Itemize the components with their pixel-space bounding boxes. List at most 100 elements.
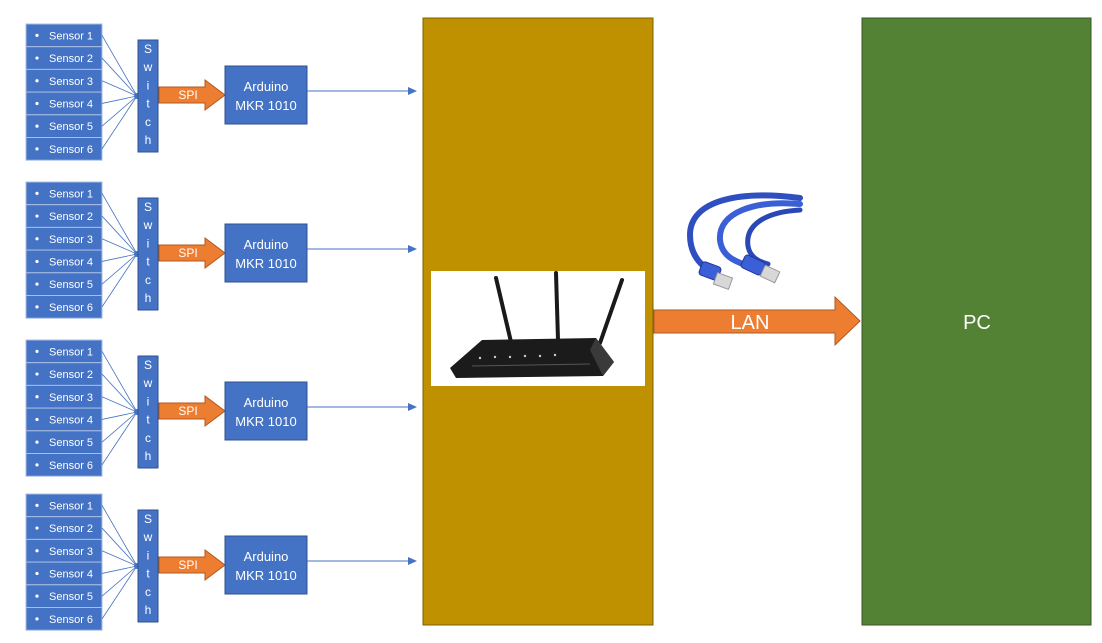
sensor-connector bbox=[101, 565, 138, 620]
sensor-connector bbox=[101, 57, 138, 97]
arduino-label-line2: MKR 1010 bbox=[235, 568, 296, 583]
lan-arrow bbox=[653, 295, 861, 347]
spi-arrow bbox=[158, 79, 226, 111]
bullet-icon bbox=[35, 417, 39, 422]
sensor-connector bbox=[101, 550, 138, 567]
arduino-label-line1: Arduino bbox=[244, 237, 289, 252]
sensor-label: Sensor 5 bbox=[49, 437, 93, 449]
sensor-label: Sensor 1 bbox=[49, 30, 93, 42]
sensor-label: Sensor 6 bbox=[49, 614, 93, 626]
sensor-connector bbox=[101, 505, 138, 567]
sensor-connector bbox=[101, 95, 138, 104]
spi-label: SPI bbox=[178, 404, 197, 418]
bullet-icon bbox=[35, 79, 39, 83]
sensor-label: Sensor 4 bbox=[49, 98, 93, 110]
spi-label: SPI bbox=[178, 558, 197, 572]
switch-letter: w bbox=[143, 60, 153, 74]
arduino-box bbox=[224, 65, 308, 125]
arduino-label-line2: MKR 1010 bbox=[235, 414, 296, 429]
switch-letter: w bbox=[143, 376, 153, 390]
switch-letter: S bbox=[144, 358, 152, 372]
switch-letter: w bbox=[143, 218, 153, 232]
arduino-label-line1: Arduino bbox=[244, 395, 289, 410]
bullet-icon bbox=[35, 349, 39, 353]
switch-letter: S bbox=[144, 200, 152, 214]
sensor-connector bbox=[101, 253, 138, 285]
switch-letter: i bbox=[147, 78, 150, 92]
arduino-box bbox=[224, 381, 308, 441]
sensor-label: Sensor 4 bbox=[49, 256, 93, 268]
sensor-label: Sensor 2 bbox=[49, 53, 93, 65]
switch-letter: t bbox=[146, 413, 150, 427]
switch-letter: c bbox=[145, 431, 151, 445]
pc-panel bbox=[861, 17, 1092, 626]
bullet-icon bbox=[35, 147, 39, 151]
lan-label: LAN bbox=[731, 312, 770, 334]
sensor-connector bbox=[101, 80, 138, 97]
switch-letter: c bbox=[145, 585, 151, 599]
sensor-group: Sensor 1 Sensor 2 Sensor 3 Sensor 4 Sensor 5… bbox=[25, 23, 417, 161]
switch-letter: S bbox=[144, 512, 152, 526]
sensor-connector bbox=[101, 411, 138, 443]
wifi-router-icon bbox=[431, 271, 645, 386]
bullet-icon bbox=[35, 101, 39, 106]
spi-arrow bbox=[158, 395, 226, 427]
sensor-connector bbox=[101, 527, 138, 567]
switch-letter: h bbox=[145, 449, 152, 463]
bullet-icon bbox=[35, 571, 39, 576]
switch-letter: c bbox=[145, 115, 151, 129]
switch-box bbox=[137, 355, 159, 469]
switch-letter: i bbox=[147, 394, 150, 408]
sensor-connector bbox=[101, 411, 138, 420]
sensor-connector bbox=[101, 238, 138, 255]
bullet-icon bbox=[35, 526, 39, 530]
bullet-icon bbox=[35, 440, 39, 444]
pc-label: PC bbox=[963, 312, 991, 334]
sensor-label: Sensor 3 bbox=[49, 76, 93, 88]
arduino-box bbox=[224, 223, 308, 283]
switch-letter: w bbox=[143, 530, 153, 544]
sensor-connector bbox=[101, 253, 138, 308]
ethernet-cable-icon bbox=[686, 192, 803, 291]
spi-arrow bbox=[158, 237, 226, 269]
switch-letter: h bbox=[145, 603, 152, 617]
switch-letter: i bbox=[147, 548, 150, 562]
sensor-label: Sensor 6 bbox=[49, 460, 93, 472]
arduino-box bbox=[224, 535, 308, 595]
bullet-icon bbox=[35, 372, 39, 376]
switch-letter: h bbox=[145, 291, 152, 305]
spi-label: SPI bbox=[178, 88, 197, 102]
switch-letter: c bbox=[145, 273, 151, 287]
sensor-connector bbox=[101, 215, 138, 255]
link-arrowhead bbox=[408, 245, 417, 253]
sensor-connector bbox=[101, 565, 138, 574]
link-arrowhead bbox=[408, 403, 417, 411]
arduino-label-line2: MKR 1010 bbox=[235, 98, 296, 113]
bullet-icon bbox=[35, 191, 39, 195]
bullet-icon bbox=[35, 617, 39, 621]
sensor-label: Sensor 1 bbox=[49, 188, 93, 200]
bullet-icon bbox=[35, 503, 39, 507]
sensor-connector bbox=[101, 396, 138, 413]
sensor-label: Sensor 1 bbox=[49, 500, 93, 512]
sensor-label: Sensor 3 bbox=[49, 234, 93, 246]
sensor-connector bbox=[101, 411, 138, 466]
switch-letter: t bbox=[146, 567, 150, 581]
bullet-icon bbox=[35, 463, 39, 467]
arduino-label-line1: Arduino bbox=[244, 549, 289, 564]
sensor-connector bbox=[101, 193, 138, 255]
sensor-label: Sensor 6 bbox=[49, 144, 93, 156]
switch-letter: i bbox=[147, 236, 150, 250]
sensor-label: Sensor 5 bbox=[49, 591, 93, 603]
arduino-label-line2: MKR 1010 bbox=[235, 256, 296, 271]
sensor-label: Sensor 2 bbox=[49, 523, 93, 535]
bullet-icon bbox=[35, 549, 39, 553]
spi-label: SPI bbox=[178, 246, 197, 260]
switch-letter: S bbox=[144, 42, 152, 56]
sensor-label: Sensor 1 bbox=[49, 346, 93, 358]
arduino-label-line1: Arduino bbox=[244, 79, 289, 94]
sensor-label: Sensor 5 bbox=[49, 121, 93, 133]
